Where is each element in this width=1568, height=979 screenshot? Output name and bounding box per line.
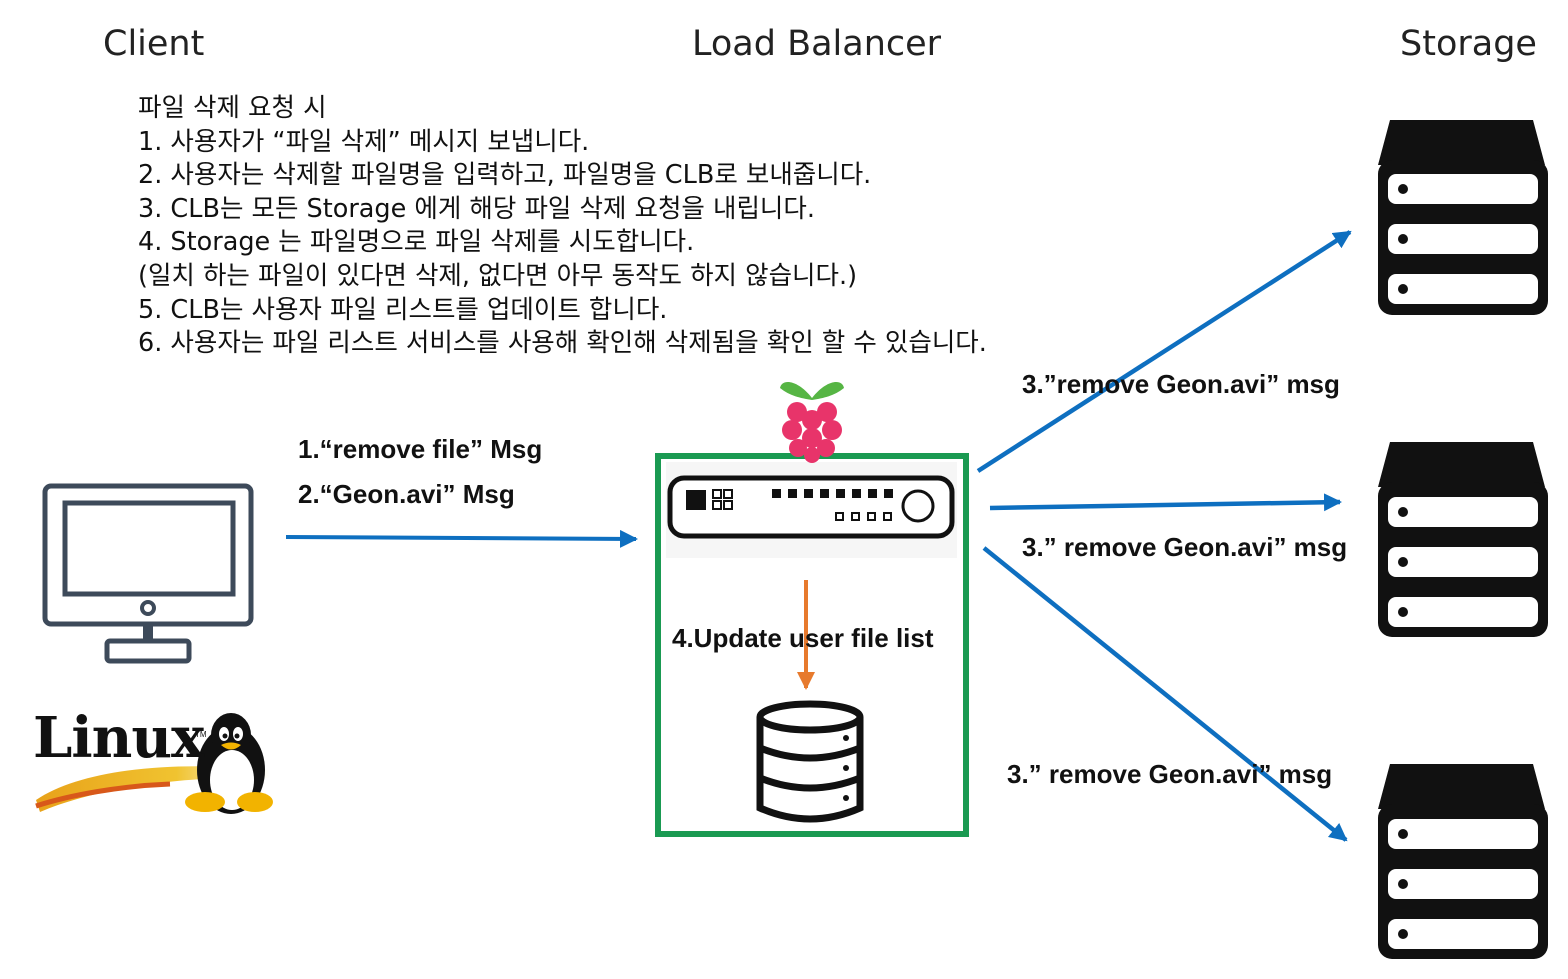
- client-to-lb-arrow: [285, 529, 638, 548]
- monitor-icon: [42, 483, 254, 664]
- msg2-label: 2.“Geon.avi” Msg: [298, 479, 515, 509]
- lb-to-storage-top-arrow: [976, 230, 1352, 473]
- storage-header: Storage: [1400, 24, 1537, 64]
- step-3: 3. CLB는 모든 Storage 에게 해당 파일 삭제 요청을 내립니다.: [138, 193, 815, 224]
- server-stack-icon: [1378, 764, 1548, 959]
- step-2: 2. 사용자는 삭제할 파일명을 입력하고, 파일명을 CLB로 보내줍니다.: [138, 160, 872, 191]
- tux-penguin-icon: [185, 713, 273, 814]
- load-balancer-header: Load Balancer: [692, 24, 942, 64]
- server-stack-icon: [1378, 120, 1548, 315]
- trademark-mark: TM: [195, 730, 207, 739]
- update-label: 4.Update user file list: [672, 623, 934, 653]
- msg1-label: 1.“remove file” Msg: [298, 434, 543, 464]
- lb-to-storage-bottom-arrow: [982, 546, 1348, 842]
- step-6: 6. 사용자는 파일 리스트 서비스를 사용해 확인해 삭제됨을 확인 할 수 …: [138, 328, 987, 359]
- raspberry-pi-icon: [780, 382, 844, 463]
- procedure-steps: 파일 삭제 요청 시 1. 사용자가 “파일 삭제” 메시지 보냅니다. 2. …: [138, 92, 987, 361]
- steps-title: 파일 삭제 요청 시: [138, 93, 327, 123]
- storage-msg-mid-label: 3.” remove Geon.avi” msg: [1022, 532, 1348, 562]
- database-icon: [756, 700, 864, 823]
- storage-msg-bottom-label: 3.” remove Geon.avi” msg: [1007, 759, 1333, 789]
- linux-wordmark: Linux: [33, 705, 204, 771]
- step-5: 5. CLB는 사용자 파일 리스트를 업데이트 합니다.: [138, 294, 668, 325]
- network-switch-icon: [666, 462, 957, 558]
- step-1: 1. 사용자가 “파일 삭제” 메시지 보냅니다.: [138, 126, 590, 157]
- storage-msg-top-label: 3.”remove Geon.avi” msg: [1022, 369, 1340, 399]
- step-4-note: (일치 하는 파일이 있다면 삭제, 없다면 아무 동작도 하지 않습니다.): [138, 260, 858, 291]
- step-4: 4. Storage 는 파일명으로 파일 삭제를 시도합니다.: [138, 227, 695, 258]
- lb-to-storage-mid-arrow: [989, 493, 1342, 512]
- client-header: Client: [103, 24, 205, 64]
- server-stack-icon: [1378, 442, 1548, 637]
